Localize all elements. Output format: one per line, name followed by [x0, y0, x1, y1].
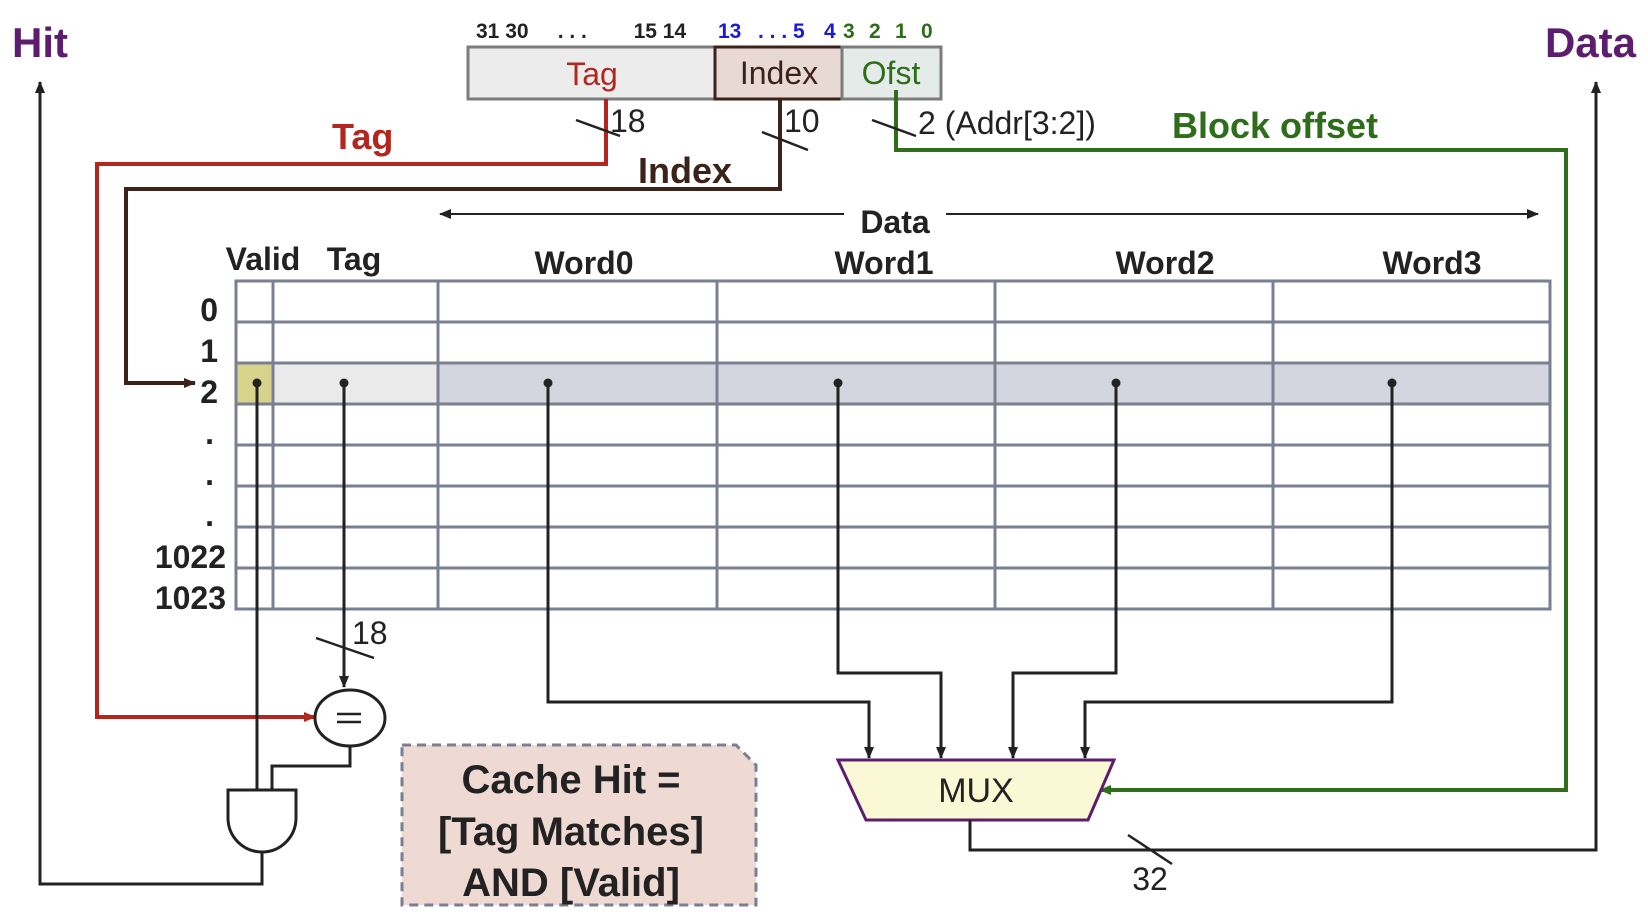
- cache-hit-note: [400, 743, 758, 907]
- tag-bus-label: Tag: [332, 116, 393, 157]
- index-width-slash: [761, 130, 809, 152]
- compare-width-label: 18: [352, 615, 388, 651]
- note-line-1: Cache Hit =: [462, 758, 681, 802]
- row-label-dot-1: .: [205, 415, 214, 451]
- compare-to-and-wire: [270, 746, 352, 790]
- mux-label: MUX: [938, 772, 1014, 810]
- row-label-1022: 1022: [155, 539, 226, 575]
- header-word0: Word0: [535, 245, 634, 281]
- row-label-dot-2: .: [205, 456, 214, 492]
- address-bits-index-mid: . . . 5: [758, 20, 805, 43]
- address-tag-field: [466, 45, 717, 101]
- header-valid: Valid: [226, 241, 301, 277]
- note-line-3: AND [Valid]: [462, 861, 680, 905]
- hit-label: Hit: [12, 19, 68, 66]
- compare-width-slash: [315, 636, 375, 660]
- cache-table-grid: [234, 279, 1552, 611]
- data-span-label: Data: [860, 204, 930, 240]
- tag-comparator: [313, 688, 387, 748]
- index-bus-wire: [124, 99, 782, 388]
- index-bus-label: Index: [638, 150, 732, 191]
- tag-width-slash: [575, 118, 621, 138]
- word0-tap: [543, 378, 553, 388]
- address-offset-label: Ofst: [862, 55, 921, 91]
- data-output-wire: [968, 81, 1601, 852]
- row-label-dot-3: .: [205, 497, 214, 533]
- output-width-slash: [1127, 833, 1173, 866]
- tag-bus-wire: [95, 99, 608, 722]
- hit-output-wire: [35, 81, 264, 886]
- address-bit-4: 4: [824, 20, 836, 43]
- address-bit-0: 0: [921, 20, 933, 43]
- row-label-2: 2: [200, 374, 218, 410]
- address-bit-3: 3: [843, 20, 855, 43]
- header-tag: Tag: [327, 241, 382, 277]
- address-bits-tag: 31 30 . . . 15 14: [476, 20, 686, 43]
- header-word1: Word1: [835, 245, 934, 281]
- address-bit-13: 13: [718, 20, 741, 43]
- and-gate: [226, 788, 298, 854]
- note-line-2: [Tag Matches]: [438, 810, 704, 854]
- output-width-label: 32: [1132, 861, 1168, 897]
- tag-width-label: 18: [610, 103, 646, 139]
- row-label-1: 1: [200, 333, 218, 369]
- word-wires: [546, 383, 1394, 759]
- word3-tap: [1387, 378, 1397, 388]
- index-width-label: 10: [784, 103, 820, 139]
- mux-block: [835, 758, 1117, 822]
- offset-width-label: 2 (Addr[3:2]): [918, 105, 1096, 141]
- word2-tap: [1111, 378, 1121, 388]
- data-output-label: Data: [1545, 19, 1637, 66]
- address-index-label: Index: [740, 55, 818, 91]
- offset-width-slash: [871, 118, 917, 138]
- selected-row-tag-cell: [273, 363, 438, 404]
- address-offset-field: [840, 45, 943, 101]
- address-tag-label: Tag: [566, 56, 618, 92]
- header-word3: Word3: [1383, 245, 1482, 281]
- address-bit-2: 2: [869, 20, 881, 43]
- address-bit-1: 1: [895, 20, 907, 43]
- header-word2: Word2: [1116, 245, 1215, 281]
- block-offset-label: Block offset: [1172, 105, 1378, 146]
- word1-tap: [833, 378, 843, 388]
- row-label-0: 0: [200, 292, 218, 328]
- row-label-1023: 1023: [155, 580, 226, 616]
